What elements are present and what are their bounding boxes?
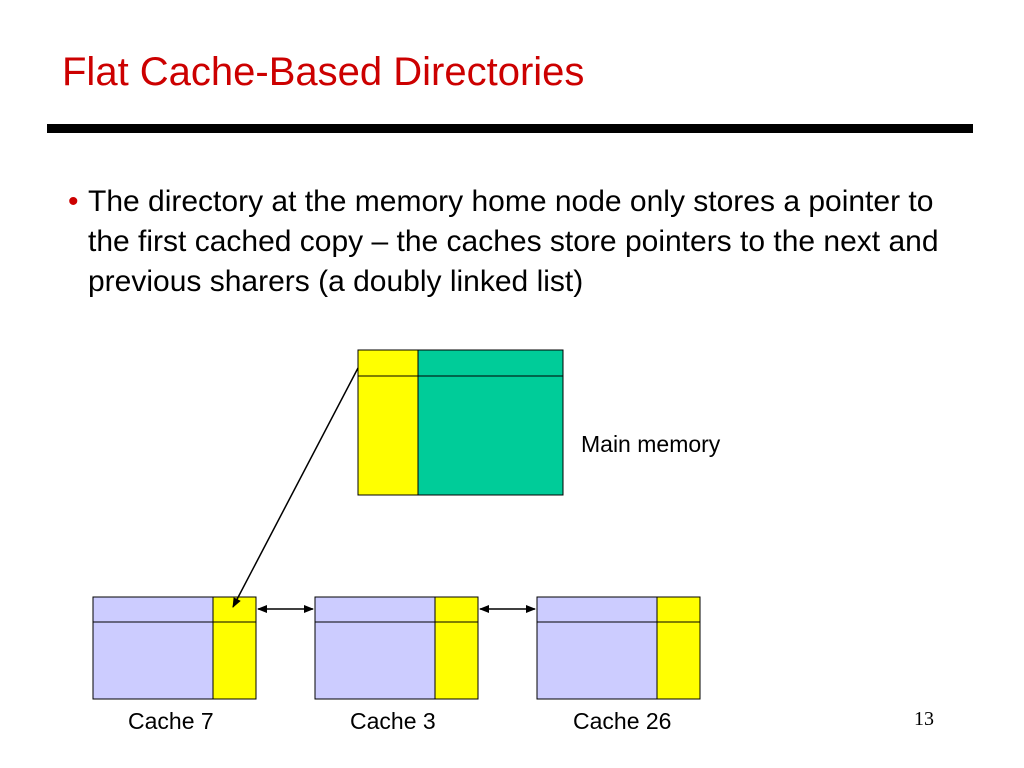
cache-block-7 (92, 596, 257, 700)
cache-label-26: Cache 26 (573, 708, 672, 734)
bullet-text: The directory at the memory home node on… (88, 185, 939, 298)
cache-pointer-field (434, 596, 479, 700)
page-number: 13 (914, 708, 934, 730)
cache-block-26 (536, 596, 701, 700)
slide-title: Flat Cache-Based Directories (62, 50, 585, 94)
main-memory-block (357, 349, 564, 496)
cache-data-field (92, 596, 214, 700)
head-pointer-arrow (232, 367, 359, 608)
cache-data-field (314, 596, 436, 700)
memory-data-column (417, 349, 564, 496)
cache-label-7: Cache 7 (128, 708, 214, 734)
cache-block-3 (314, 596, 479, 700)
memory-pointer-column (357, 349, 419, 496)
cache-pointer-field (212, 596, 257, 700)
bullet-marker: • (68, 185, 79, 218)
title-divider (47, 124, 973, 133)
cache-label-3: Cache 3 (350, 708, 436, 734)
main-memory-label: Main memory (581, 431, 721, 457)
cache-data-field (536, 596, 658, 700)
cache-pointer-field (656, 596, 701, 700)
